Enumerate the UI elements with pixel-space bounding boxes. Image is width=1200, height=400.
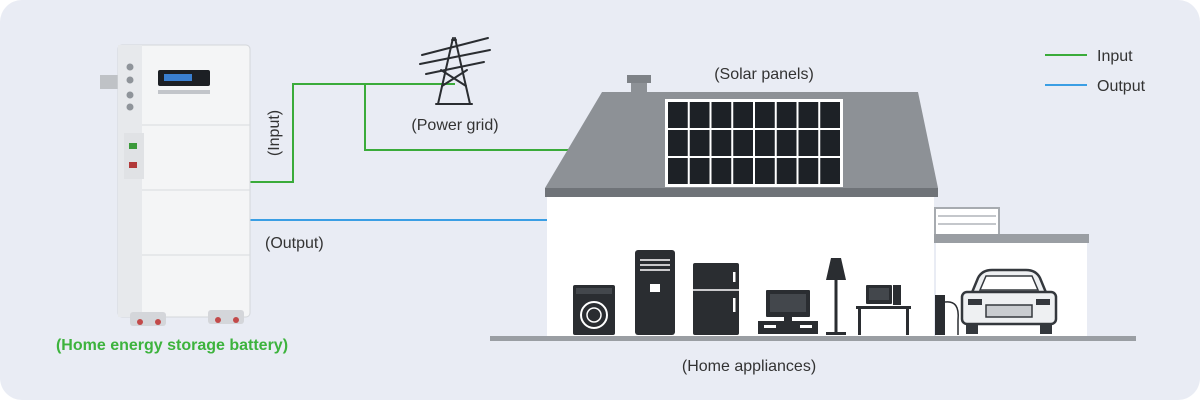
solar-cell xyxy=(668,102,688,128)
roof-eave xyxy=(545,188,938,197)
battery-input-line xyxy=(250,83,365,183)
solar-cell xyxy=(689,130,710,156)
battery-terminal-pos xyxy=(129,143,137,149)
home-battery xyxy=(100,44,251,326)
power-tower-icon xyxy=(419,37,491,105)
car-icon xyxy=(960,268,1058,334)
battery-label: (Home energy storage battery) xyxy=(56,337,288,354)
home-appliances-label: (Home appliances) xyxy=(682,358,816,375)
solar-cell xyxy=(733,102,753,128)
solar-cell xyxy=(798,102,819,128)
battery-led-row xyxy=(158,90,210,94)
battery-foot-right xyxy=(208,310,244,324)
solar-feed-line xyxy=(364,84,665,151)
ev-charger-icon xyxy=(935,295,959,335)
solar-cell xyxy=(820,102,840,128)
floor-lamp-icon xyxy=(826,258,846,335)
battery-side-strip xyxy=(118,45,142,317)
battery-foot-left xyxy=(130,312,166,326)
battery-wheel-1 xyxy=(137,319,143,325)
washing-machine-icon xyxy=(573,285,615,335)
computer-desk-icon xyxy=(856,285,911,335)
solar-panel-icon xyxy=(665,99,843,187)
solar-cell xyxy=(755,102,775,128)
battery-wheel-4 xyxy=(233,317,239,323)
legend-input-label: Input xyxy=(1097,48,1133,65)
battery-terminal-panel xyxy=(124,133,144,179)
input-lines xyxy=(250,83,665,183)
solar-panels-label: (Solar panels) xyxy=(714,66,814,83)
solar-cell xyxy=(820,158,840,184)
output-label: (Output) xyxy=(265,235,324,252)
solar-cell xyxy=(776,102,797,128)
garage-vent xyxy=(934,207,1000,237)
solar-cell xyxy=(689,102,710,128)
battery-wheel-3 xyxy=(215,317,221,323)
tv-icon xyxy=(758,290,818,334)
solar-cell xyxy=(711,130,732,156)
solar-cell xyxy=(798,130,819,156)
legend-output-label: Output xyxy=(1097,78,1146,95)
battery-wheel-2 xyxy=(155,319,161,325)
battery-port-3 xyxy=(126,91,134,99)
tower-ac-icon xyxy=(635,250,675,335)
solar-cell xyxy=(711,102,732,128)
legend: Input Output xyxy=(1045,48,1146,95)
battery-port-1 xyxy=(126,63,134,71)
solar-cell xyxy=(776,158,797,184)
garage-roof xyxy=(934,234,1089,243)
refrigerator-icon xyxy=(693,263,739,335)
battery-port-2 xyxy=(126,76,134,84)
solar-cell xyxy=(776,130,797,156)
solar-cell xyxy=(755,158,775,184)
solar-cell xyxy=(733,158,753,184)
power-grid-label: (Power grid) xyxy=(411,117,498,134)
battery-display-glow xyxy=(164,74,192,81)
input-label: (Input) xyxy=(266,110,283,156)
ground-line xyxy=(490,336,1136,341)
solar-cell xyxy=(668,158,688,184)
solar-cell xyxy=(820,130,840,156)
solar-cell xyxy=(689,158,710,184)
battery-terminal-neg xyxy=(129,162,137,168)
solar-cell xyxy=(668,130,688,156)
chimney xyxy=(627,75,651,83)
solar-cell xyxy=(711,158,732,184)
solar-cell xyxy=(798,158,819,184)
battery-port-4 xyxy=(126,103,134,111)
solar-cell xyxy=(733,130,753,156)
solar-cell xyxy=(755,130,775,156)
